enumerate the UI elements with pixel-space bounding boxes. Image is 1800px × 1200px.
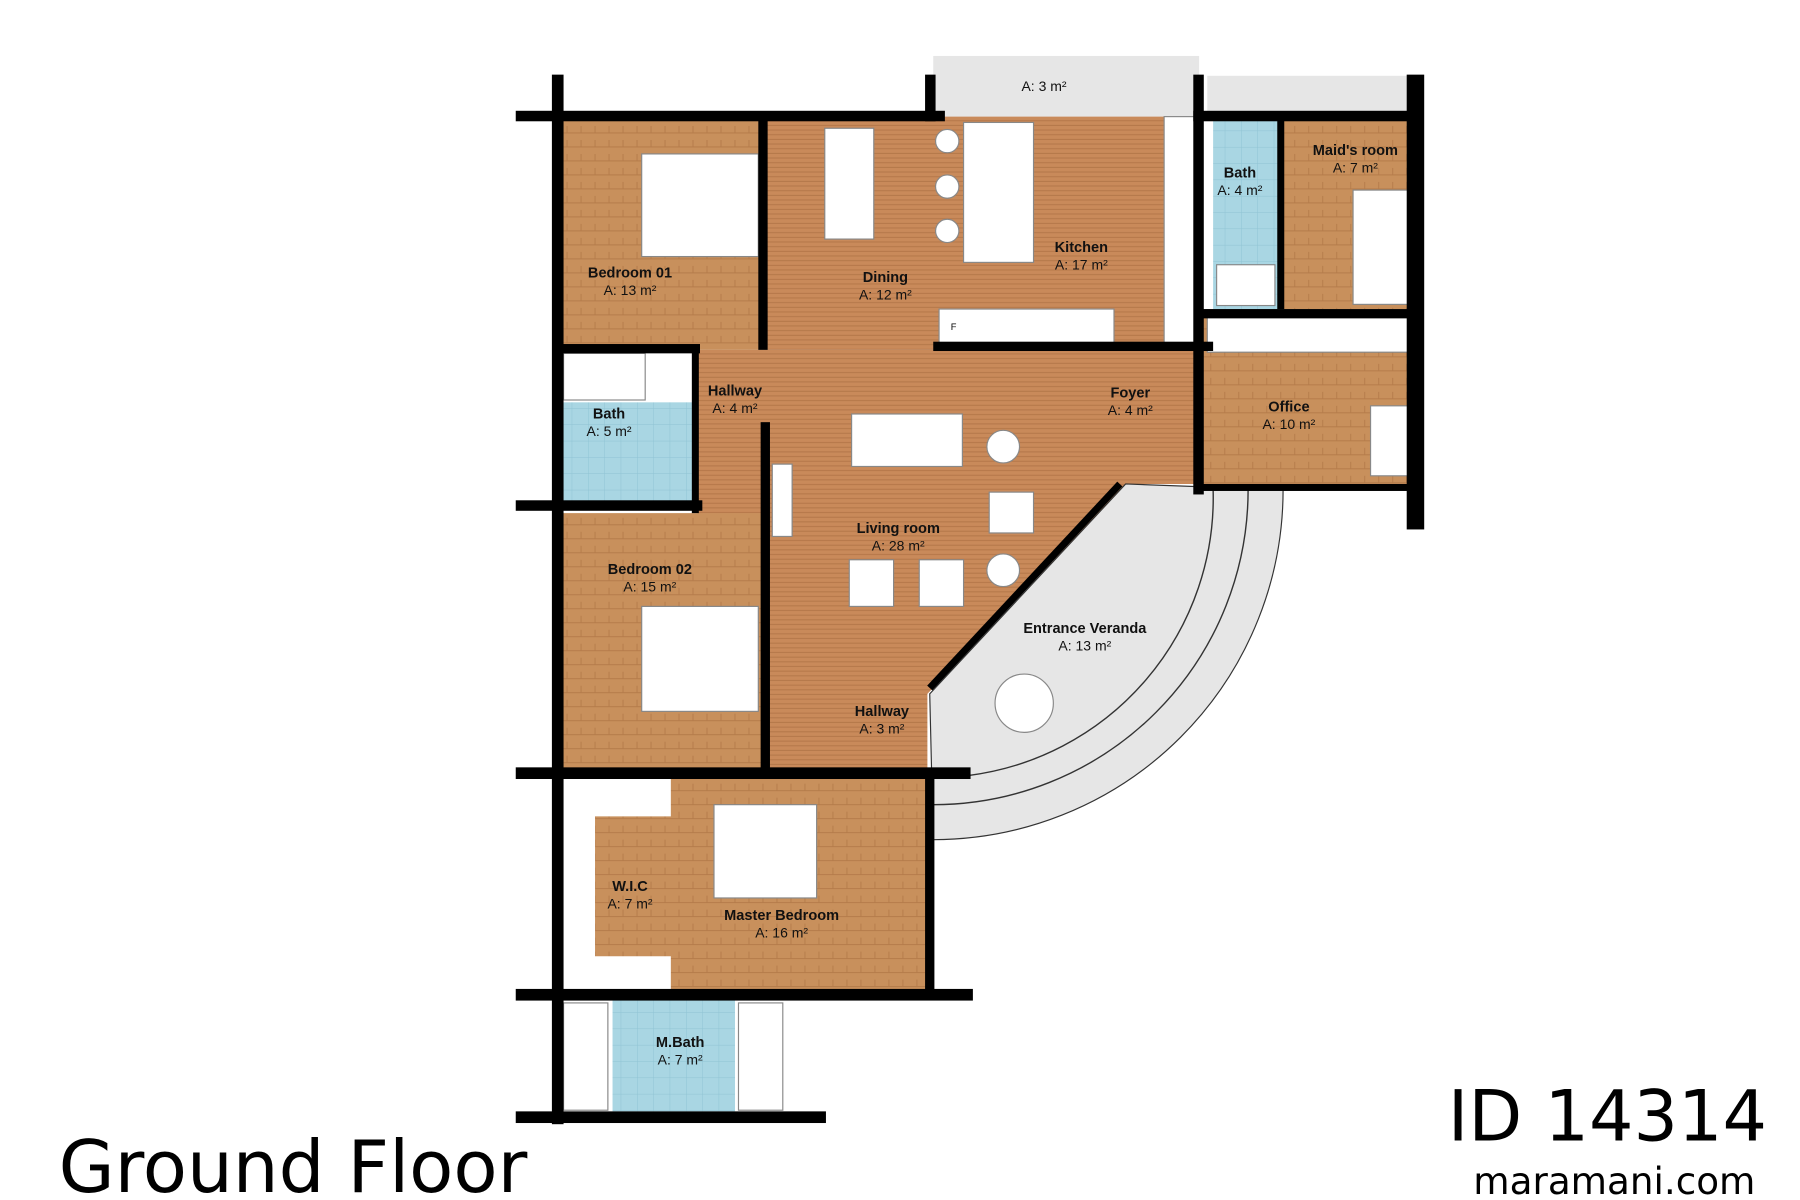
kitchen-area: A: 17 m² bbox=[1055, 256, 1108, 272]
armchair-1 bbox=[988, 491, 1035, 534]
hallway2-area: A: 3 m² bbox=[859, 721, 904, 737]
maid-bed bbox=[1352, 189, 1410, 305]
veranda-step-1 bbox=[933, 489, 1249, 806]
dining-name: Dining bbox=[863, 270, 908, 286]
bedroom01-name: Bedroom 01 bbox=[588, 266, 672, 282]
veranda-area: A: 13 m² bbox=[1058, 638, 1111, 654]
furniture: F bbox=[562, 116, 1410, 1111]
master-name: Master Bedroom bbox=[724, 908, 839, 924]
hallway1-area: A: 4 m² bbox=[712, 400, 757, 416]
veranda-floor bbox=[929, 483, 1284, 841]
room-labels: A: 3 m² Bedroom 01 A: 13 m² Dining A: 12… bbox=[586, 78, 1398, 1068]
dining-area: A: 12 m² bbox=[859, 287, 912, 303]
shower-maid bbox=[1216, 264, 1276, 307]
veranda-step-2 bbox=[968, 489, 1214, 777]
stool-3 bbox=[934, 218, 960, 244]
stool-2 bbox=[934, 174, 960, 199]
office-name: Office bbox=[1268, 400, 1309, 416]
armchair-3 bbox=[918, 559, 965, 607]
bath1-floor bbox=[560, 402, 698, 504]
hallway1-name: Hallway bbox=[708, 383, 763, 399]
living-name: Living room bbox=[857, 521, 940, 537]
mbath-tub-left bbox=[562, 1002, 609, 1111]
foyer-name: Foyer bbox=[1110, 386, 1150, 402]
bath1-area: A: 5 m² bbox=[586, 423, 631, 439]
wic-area: A: 7 m² bbox=[607, 895, 652, 911]
dining-table bbox=[824, 127, 875, 240]
bath-maid-area: A: 4 m² bbox=[1217, 182, 1262, 198]
office-desk bbox=[1206, 316, 1410, 353]
balcony-area: A: 3 m² bbox=[1021, 78, 1066, 94]
bath1-name: Bath bbox=[593, 407, 625, 423]
maids-room-area: A: 7 m² bbox=[1333, 160, 1378, 176]
fridge-label: F bbox=[951, 322, 957, 332]
bath-maid-name: Bath bbox=[1224, 165, 1256, 181]
veranda-name: Entrance Veranda bbox=[1023, 621, 1147, 637]
veranda-table bbox=[994, 673, 1054, 733]
armchair-2 bbox=[848, 559, 895, 607]
side-table-2 bbox=[986, 553, 1021, 588]
walls bbox=[515, 74, 1425, 1125]
mbath-floor bbox=[612, 997, 735, 1112]
mbath-area: A: 7 m² bbox=[658, 1052, 703, 1068]
maid-balcony-floor bbox=[1207, 75, 1412, 117]
foyer-area: A: 4 m² bbox=[1108, 402, 1153, 418]
sofa bbox=[851, 413, 963, 468]
office-sofa bbox=[1369, 405, 1410, 477]
website: maramani.com bbox=[1473, 1159, 1755, 1200]
hallway2-floor bbox=[799, 688, 922, 776]
mbath-tub-right bbox=[737, 1002, 784, 1111]
bedroom02-area: A: 15 m² bbox=[623, 578, 676, 594]
plan-title: Ground Floor bbox=[59, 1126, 528, 1200]
tv-unit bbox=[771, 463, 793, 538]
living-area: A: 28 m² bbox=[872, 537, 925, 553]
bedroom02-name: Bedroom 02 bbox=[608, 562, 692, 578]
kitchen-island bbox=[962, 121, 1035, 263]
bed-bedroom02 bbox=[641, 605, 759, 712]
bathtub-bath1 bbox=[562, 352, 646, 401]
side-table-1 bbox=[986, 429, 1021, 464]
bedroom01-area: A: 13 m² bbox=[604, 282, 657, 298]
mbath-name: M.Bath bbox=[656, 1035, 705, 1051]
master-area: A: 16 m² bbox=[755, 925, 808, 941]
office-area: A: 10 m² bbox=[1262, 416, 1315, 432]
bed-master bbox=[713, 804, 818, 899]
balcony-floor bbox=[933, 55, 1200, 117]
hallway2-name: Hallway bbox=[855, 704, 910, 720]
maids-room-name: Maid's room bbox=[1313, 143, 1398, 159]
plan-id: ID 14314 bbox=[1448, 1076, 1767, 1158]
wic-name: W.I.C bbox=[612, 879, 648, 895]
bed-bedroom01 bbox=[641, 153, 759, 258]
kitchen-name: Kitchen bbox=[1055, 240, 1108, 256]
stool-1 bbox=[934, 128, 960, 154]
